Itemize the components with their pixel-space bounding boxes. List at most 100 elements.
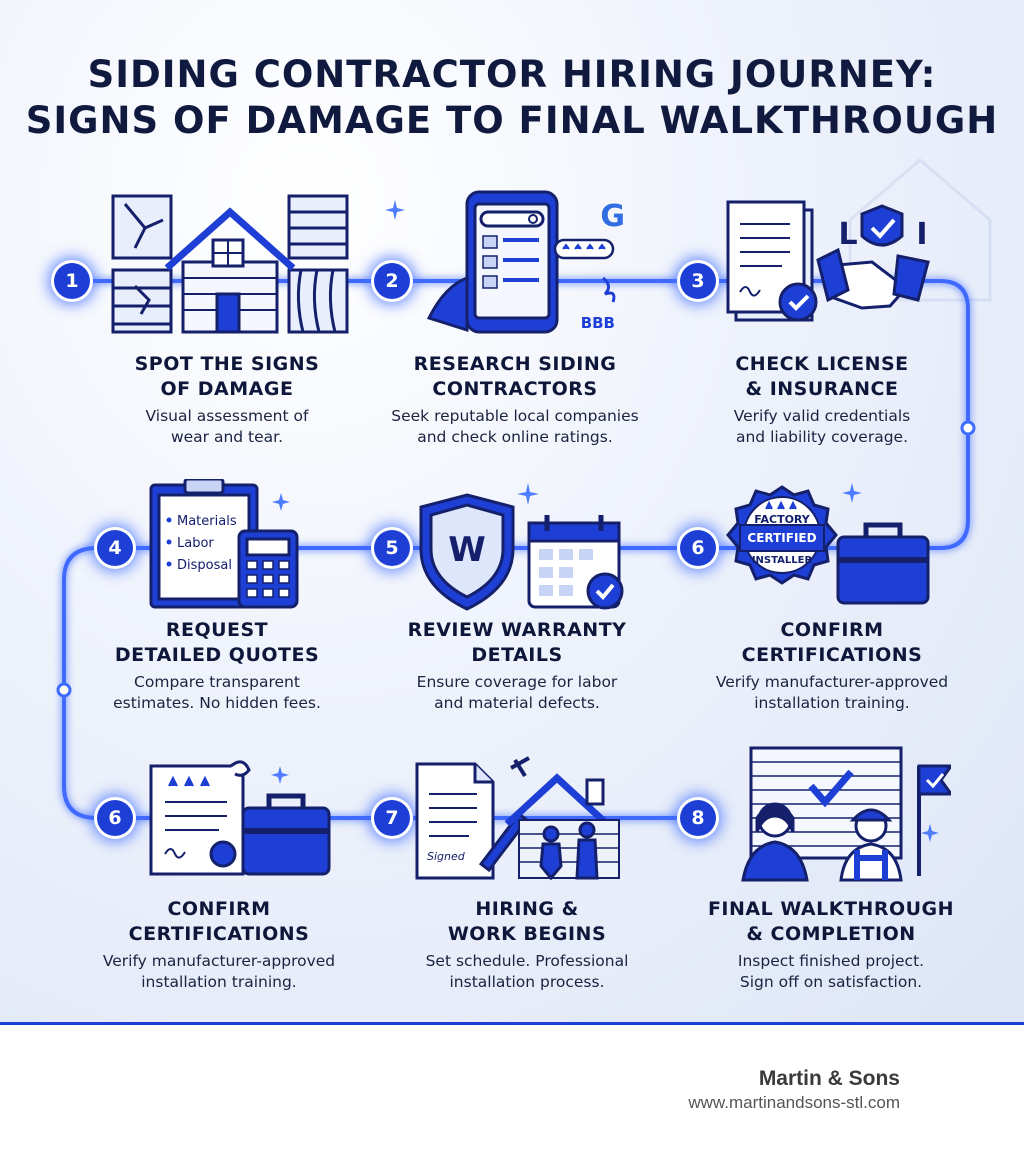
step-6b-title-line-1: CONFIRM (167, 898, 271, 920)
step-4-desc-line-1: Compare transparent (134, 673, 300, 691)
connector-node (56, 682, 72, 698)
step-8-desc-line-2: Sign off on satisfaction. (739, 973, 923, 991)
step-4-description: Compare transparent estimates. No hidden… (67, 672, 367, 714)
phone-search-icon: G BBB (426, 190, 625, 334)
seal-line-2: CERTIFIED (747, 531, 816, 545)
sparkle-icon (921, 824, 939, 842)
contract-signature: Signed (427, 850, 466, 863)
step-6-description: Verify manufacturer-approved installatio… (682, 672, 982, 714)
step-review-warranty: W REVIEW WARRANTY DETAILS Ensure coverag… (367, 475, 667, 755)
step-7-title: HIRING & WORK BEGINS (377, 897, 677, 947)
brand-url[interactable]: www.martinandsons-stl.com (688, 1093, 900, 1112)
step-7-desc-line-1: Set schedule. Professional (425, 952, 629, 970)
footer-divider (0, 1022, 1024, 1025)
license-handshake-icon: L I (726, 200, 930, 322)
step-6-title-line-2: CERTIFICATIONS (741, 644, 923, 666)
brand-name: Martin & Sons (758, 1067, 900, 1090)
step-2-desc-line-1: Seek reputable local companies (391, 407, 639, 425)
step-2-description: Seek reputable local companies and check… (365, 406, 665, 448)
walkthrough-people-icon (741, 746, 951, 882)
step-8-title: FINAL WALKTHROUGH & COMPLETION (681, 897, 981, 947)
seal-line-1: FACTORY (754, 513, 811, 526)
step-5-title-line-1: REVIEW WARRANTY (407, 619, 627, 641)
step-2-badge: 2 (374, 263, 410, 299)
damaged-house-icon (111, 194, 349, 334)
step-7-title-line-1: HIRING & (475, 898, 579, 920)
step-1-description: Visual assessment of wear and tear. (77, 406, 377, 448)
infographic-canvas: SIDING CONTRACTOR HIRING JOURNEY: SIGNS … (0, 0, 1024, 1022)
seal-line-3: INSTALLER (752, 555, 813, 566)
step-3-desc-line-2: and liability coverage. (735, 428, 909, 446)
step-2-title: RESEARCH SIDING CONTRACTORS (365, 352, 665, 402)
sparkle-icon (271, 766, 289, 784)
bbb-logo: BBB (581, 314, 615, 332)
step-6b-title: CONFIRM CERTIFICATIONS (69, 897, 369, 947)
footer-brand: Martin & Sons www.martinandsons-stl.com (688, 1066, 900, 1114)
title-line-2: SIGNS OF DAMAGE TO FINAL WALKTHROUGH (25, 99, 999, 142)
step-6b-description: Verify manufacturer-approved installatio… (69, 951, 369, 993)
step-3-title-line-1: CHECK LICENSE (735, 353, 909, 375)
step-6-badge: 6 (680, 530, 716, 566)
step-confirm-certifications-repeat: CONFIRM CERTIFICATIONS Verify manufactur… (69, 752, 369, 1002)
step-check-license: L I CHECK LICENSE & INSURANCE Verify val… (672, 190, 972, 490)
quote-item-materials: Materials (177, 514, 237, 529)
certified-badge-toolbox-icon: FACTORY CERTIFIED INSTALLER (726, 485, 930, 605)
step-hiring-work-begins: Signed HIRING & WORK BEGINS Set schedule… (377, 752, 677, 1002)
step-4-title-line-1: REQUEST (165, 619, 269, 641)
sparkle-icon (517, 483, 539, 505)
step-1-title: SPOT THE SIGNS OF DAMAGE (77, 352, 377, 402)
step-5-desc-line-1: Ensure coverage for labor (416, 673, 618, 691)
step-8-title-line-2: & COMPLETION (746, 923, 916, 945)
shield-calendar-icon: W (419, 493, 624, 611)
step-8-badge: 8 (680, 800, 716, 836)
step-3-badge: 3 (680, 263, 716, 299)
sparkle-icon (385, 200, 405, 220)
connector-node (960, 420, 976, 436)
sparkle-icon (842, 483, 862, 503)
step-confirm-certifications: FACTORY CERTIFIED INSTALLER CONFIRM CERT… (682, 475, 982, 755)
step-2-title-line-2: CONTRACTORS (432, 378, 598, 400)
license-letter: L (838, 217, 857, 252)
step-8-description: Inspect finished project. Sign off on sa… (681, 951, 981, 993)
step-6-desc-line-2: installation training. (754, 694, 910, 712)
google-logo: G (600, 199, 625, 234)
title-line-1: SIDING CONTRACTOR HIRING JOURNEY: (87, 53, 937, 96)
step-4-title-line-2: DETAILED QUOTES (114, 644, 320, 666)
step-1-title-line-2: OF DAMAGE (160, 378, 294, 400)
step-7-title-line-2: WORK BEGINS (447, 923, 607, 945)
step-5-desc-line-2: and material defects. (434, 694, 600, 712)
step-6b-desc-line-1: Verify manufacturer-approved (102, 952, 336, 970)
step-1-desc-line-2: wear and tear. (170, 428, 284, 446)
step-final-walkthrough: FINAL WALKTHROUGH & COMPLETION Inspect f… (681, 746, 981, 1002)
step-1-badge: 1 (54, 263, 90, 299)
step-4-title: REQUEST DETAILED QUOTES (67, 618, 367, 668)
step-7-description: Set schedule. Professional installation … (377, 951, 677, 993)
step-1-desc-line-1: Visual assessment of (145, 407, 309, 425)
step-6-desc-line-1: Verify manufacturer-approved (715, 673, 949, 691)
step-research-contractors: G BBB RESEARCH SIDING CONTRACTORS Seek r… (365, 190, 665, 490)
step-request-quotes: Materials Labor Disposal REQUEST DETAILE… (67, 475, 367, 755)
step-3-desc-line-1: Verify valid credentials (733, 407, 911, 425)
step-3-title-line-2: & INSURANCE (745, 378, 899, 400)
step-6b-desc-line-2: installation training. (141, 973, 297, 991)
step-1-title-line-1: SPOT THE SIGNS (134, 353, 320, 375)
step-5-title: REVIEW WARRANTY DETAILS (367, 618, 667, 668)
step-7-badge: 7 (374, 800, 410, 836)
step-4-desc-line-2: estimates. No hidden fees. (113, 694, 321, 712)
step-6b-badge: 6 (97, 800, 133, 836)
step-5-title-line-2: DETAILS (471, 644, 563, 666)
insurance-letter: I (916, 217, 927, 252)
sparkle-icon (272, 493, 290, 511)
certificate-toolbox-icon (149, 760, 331, 876)
step-7-desc-line-2: installation process. (449, 973, 605, 991)
step-3-title: CHECK LICENSE & INSURANCE (672, 352, 972, 402)
contract-workers-icon: Signed (415, 756, 620, 881)
step-8-desc-line-1: Inspect finished project. (737, 952, 925, 970)
step-6b-title-line-2: CERTIFICATIONS (128, 923, 310, 945)
warranty-letter: W (448, 530, 486, 570)
step-3-description: Verify valid credentials and liability c… (672, 406, 972, 448)
step-6-title-line-1: CONFIRM (780, 619, 884, 641)
step-8-title-line-1: FINAL WALKTHROUGH (707, 898, 955, 920)
step-5-description: Ensure coverage for labor and material d… (367, 672, 667, 714)
clipboard-calculator-icon: Materials Labor Disposal (149, 479, 299, 609)
